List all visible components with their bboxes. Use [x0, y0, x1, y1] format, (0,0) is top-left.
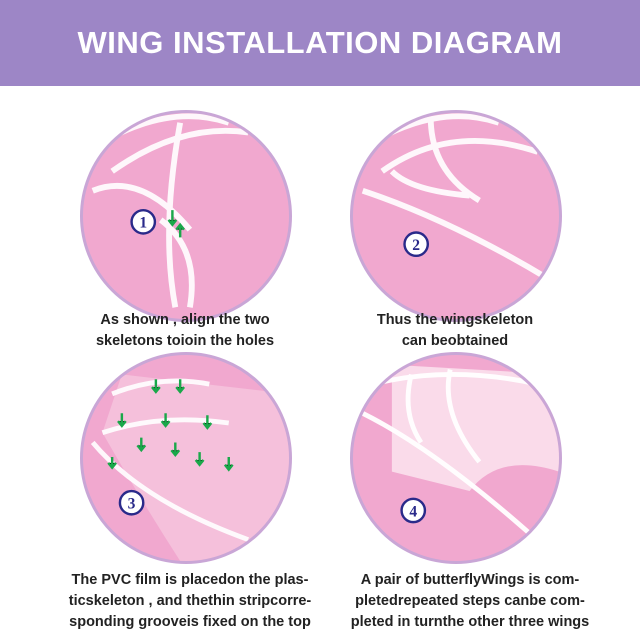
step-2-illustration: 2 — [350, 110, 562, 322]
step-4-badge: 4 — [400, 497, 427, 524]
step-1-badge: 1 — [130, 208, 157, 235]
svg-text:3: 3 — [128, 496, 136, 513]
step-1-illustration: 1 — [80, 110, 292, 322]
step-4-illustration: 4 — [350, 352, 562, 564]
step-3-caption: The PVC film is placedon the plas-ticske… — [68, 572, 312, 630]
step-4-caption: A pair of butterflyWings is com-pletedre… — [350, 572, 590, 630]
step-3-badge: 3 — [118, 489, 145, 516]
svg-text:2: 2 — [412, 237, 420, 254]
arrow-icon — [167, 210, 186, 238]
svg-text:4: 4 — [409, 503, 417, 520]
step-2-badge: 2 — [403, 231, 430, 258]
step-3-illustration: 3 — [80, 352, 292, 564]
arrow-icons — [107, 379, 234, 472]
svg-text:1: 1 — [139, 215, 147, 232]
header-banner: WING INSTALLATION DIAGRAM — [0, 0, 640, 86]
page-title: WING INSTALLATION DIAGRAM — [77, 25, 563, 60]
